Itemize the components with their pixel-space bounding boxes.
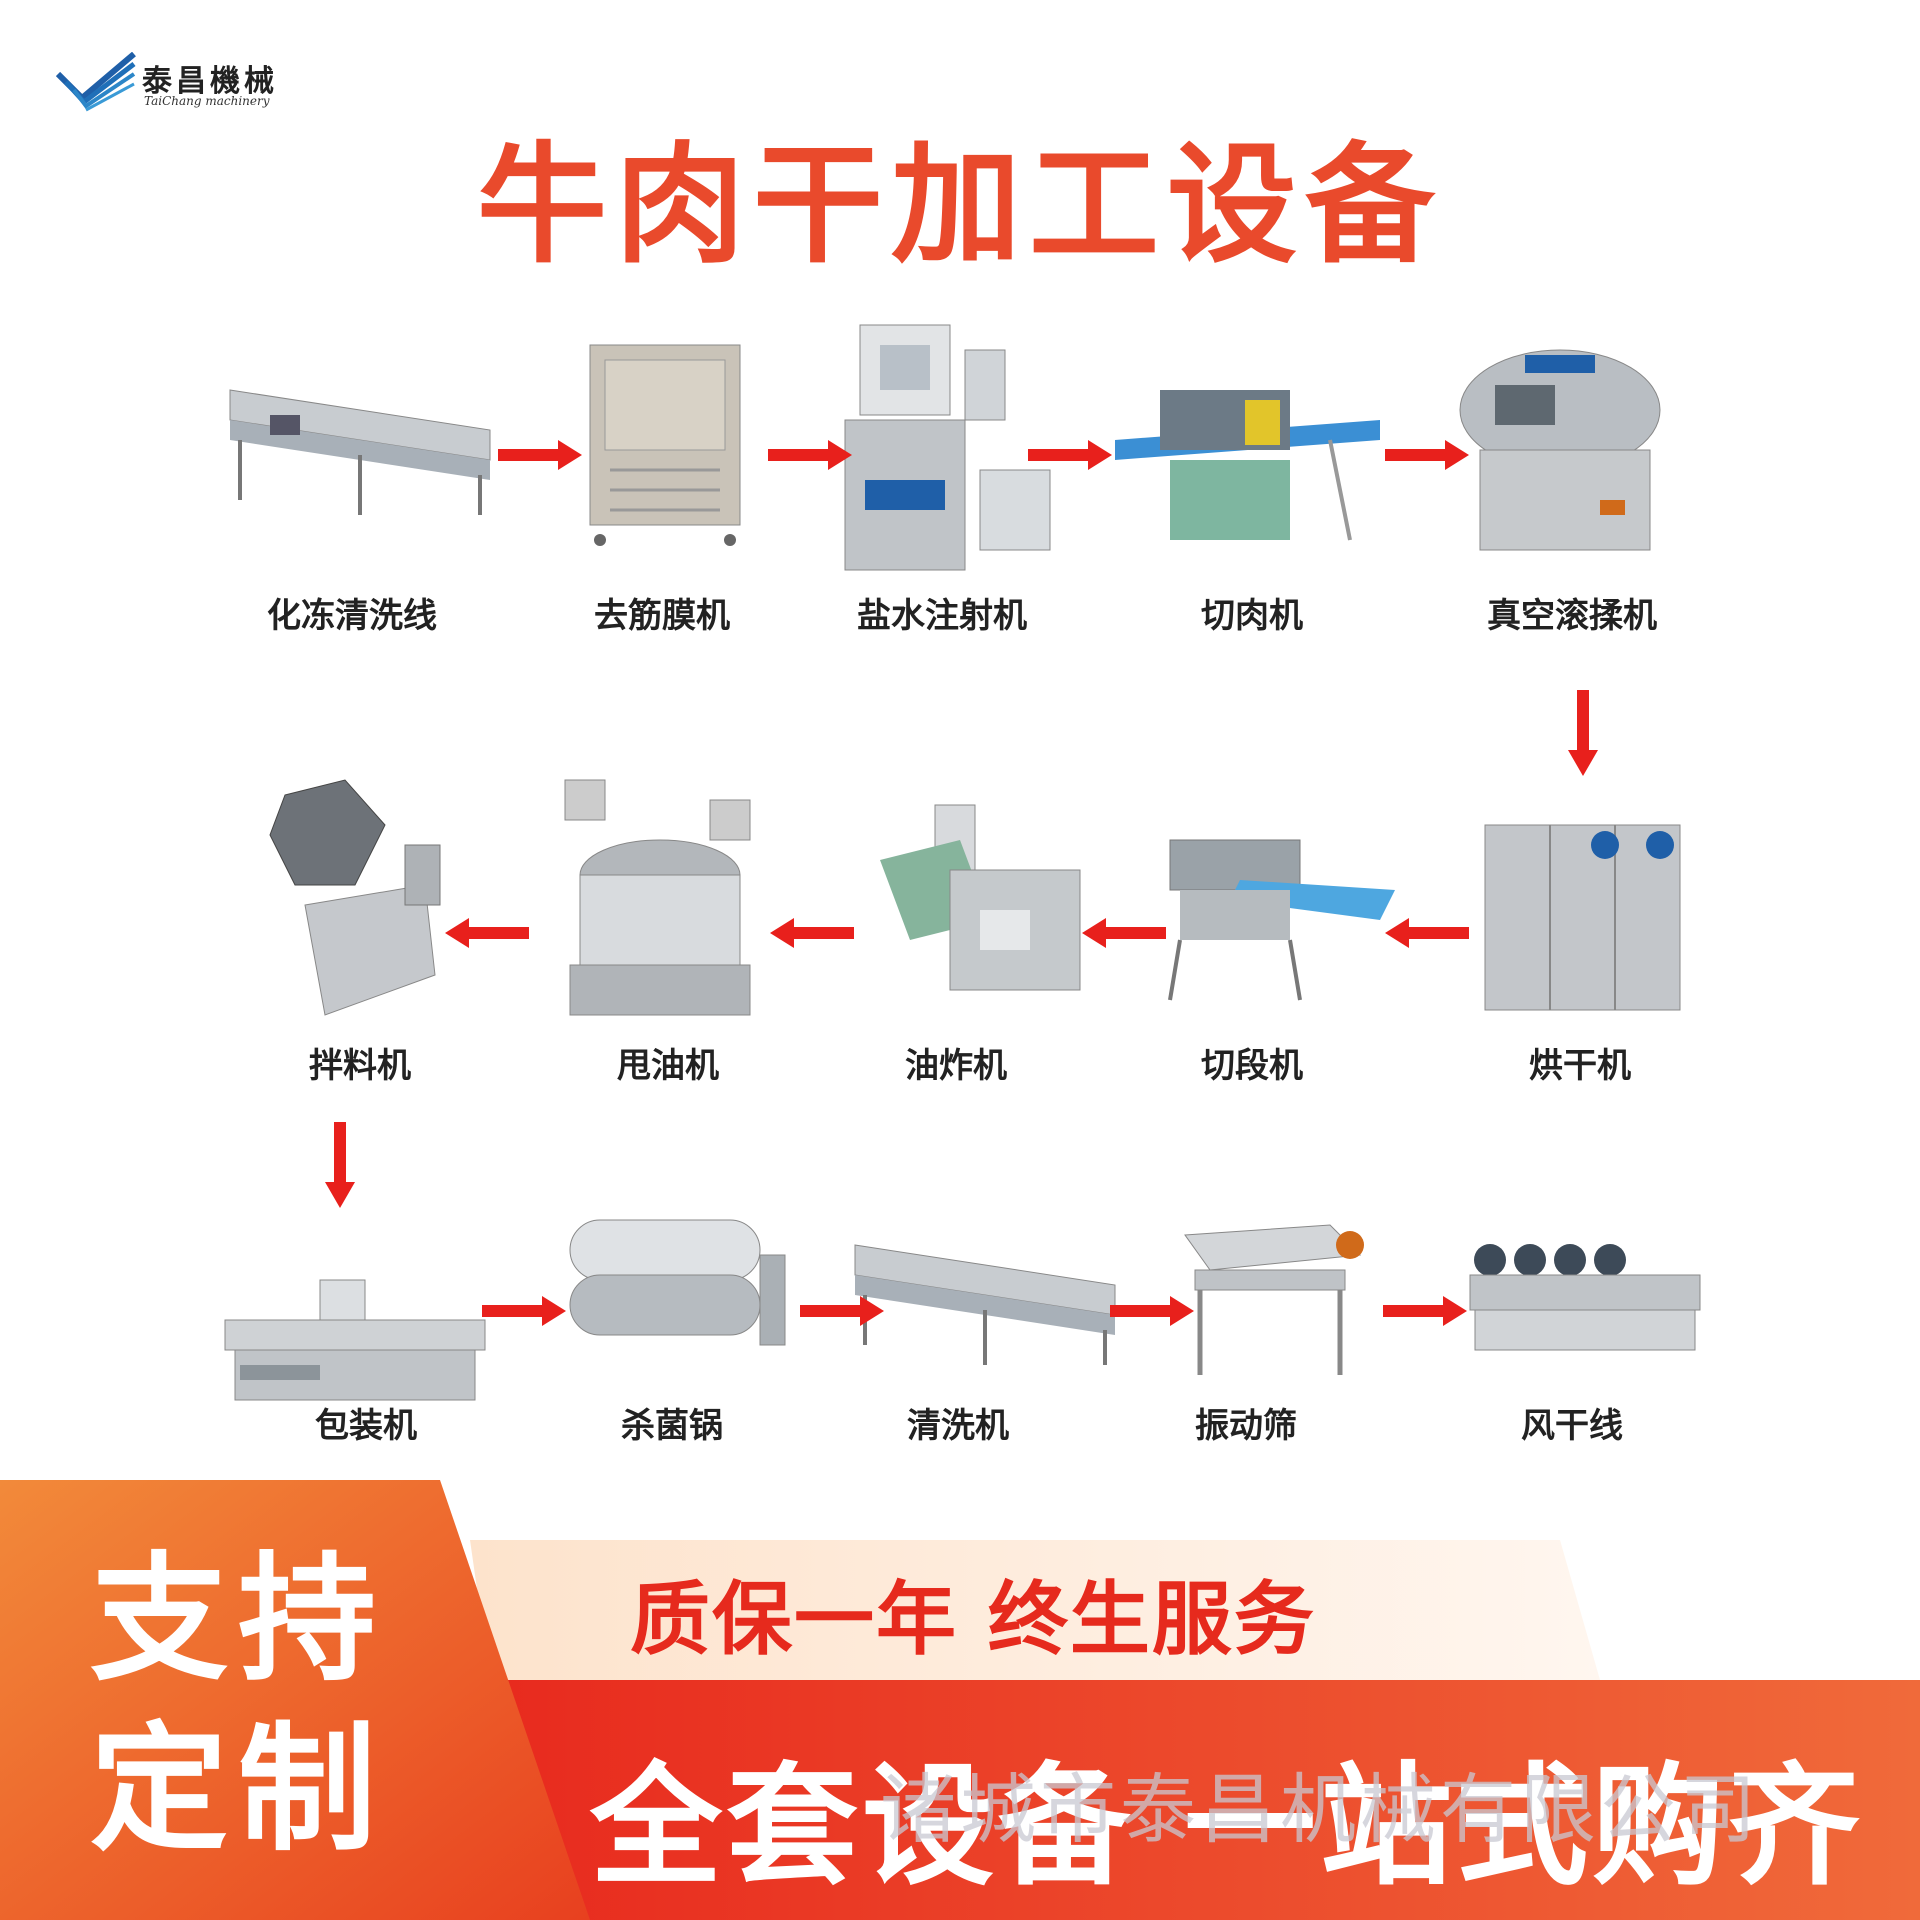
logo-name-en: TaiChang machinery <box>144 94 270 108</box>
logo-name-cn: 泰昌機械 <box>142 64 278 99</box>
promo-banner-background <box>0 1460 1920 1920</box>
arrow-left-icon <box>445 918 529 948</box>
label-machine-4: 切肉机 <box>1201 596 1303 636</box>
arrow-right-icon <box>1383 1296 1467 1326</box>
label-machine-13: 清洗机 <box>907 1406 1009 1446</box>
label-machine-1: 化冻清洗线 <box>267 596 437 636</box>
machine-membrane-remover <box>580 340 750 550</box>
arrow-right-icon <box>1028 440 1112 470</box>
label-machine-3: 盐水注射机 <box>857 596 1027 636</box>
machine-sterilizer <box>560 1215 790 1355</box>
arrow-left-icon <box>1082 918 1166 948</box>
machine-seasoning-mixer <box>265 775 465 1025</box>
company-logo: 泰昌機械 TaiChang machinery <box>56 52 296 116</box>
label-machine-9: 甩油机 <box>617 1046 719 1086</box>
label-machine-8: 油炸机 <box>905 1046 1007 1086</box>
page-title: 牛肉干加工设备 <box>476 129 1443 281</box>
machine-air-dry-line <box>1465 1235 1705 1355</box>
machine-dryer <box>1480 815 1690 1015</box>
label-machine-6: 烘干机 <box>1529 1046 1631 1086</box>
label-machine-10: 拌料机 <box>309 1046 411 1086</box>
label-machine-7: 切段机 <box>1201 1046 1303 1086</box>
machine-brine-injector <box>840 320 1060 580</box>
label-machine-15: 风干线 <box>1521 1406 1623 1446</box>
label-machine-5: 真空滚揉机 <box>1487 596 1657 636</box>
arrow-right-icon <box>1385 440 1469 470</box>
arrow-down-icon <box>1568 690 1598 776</box>
machine-strip-cutter <box>1140 820 1400 1010</box>
support-customization-text: 支持 定制 <box>90 1535 386 1875</box>
machine-fryer <box>870 800 1100 1010</box>
support-line-2: 定制 <box>90 1709 387 1870</box>
machine-vibrating-screen <box>1180 1215 1380 1385</box>
arrow-right-icon <box>482 1296 566 1326</box>
arrow-down-icon <box>325 1122 355 1208</box>
machine-washer <box>845 1225 1125 1375</box>
machine-deoiler <box>560 775 760 1025</box>
label-machine-14: 振动筛 <box>1195 1406 1297 1446</box>
machine-packaging <box>220 1270 490 1410</box>
machine-thaw-wash-line <box>220 370 500 520</box>
label-machine-2: 去筋膜机 <box>594 596 730 636</box>
arrow-left-icon <box>1385 918 1469 948</box>
arrow-right-icon <box>498 440 582 470</box>
machine-vacuum-tumbler <box>1450 340 1680 560</box>
machine-meat-cutter <box>1110 380 1390 550</box>
label-machine-11: 包装机 <box>315 1406 417 1446</box>
arrow-right-icon <box>1110 1296 1194 1326</box>
arrow-left-icon <box>770 918 854 948</box>
logo-wave-icon <box>56 52 136 112</box>
one-stop-slogan: 全套设备 一站式购齐 <box>590 1750 1864 1904</box>
company-watermark: 诸城市泰昌机械有限公司 <box>880 1765 1760 1854</box>
support-line-1: 支持 <box>90 1539 387 1700</box>
arrow-right-icon <box>768 440 852 470</box>
warranty-slogan: 质保一年 终生服务 <box>630 1573 1316 1666</box>
label-machine-12: 杀菌锅 <box>621 1406 723 1446</box>
arrow-right-icon <box>800 1296 884 1326</box>
